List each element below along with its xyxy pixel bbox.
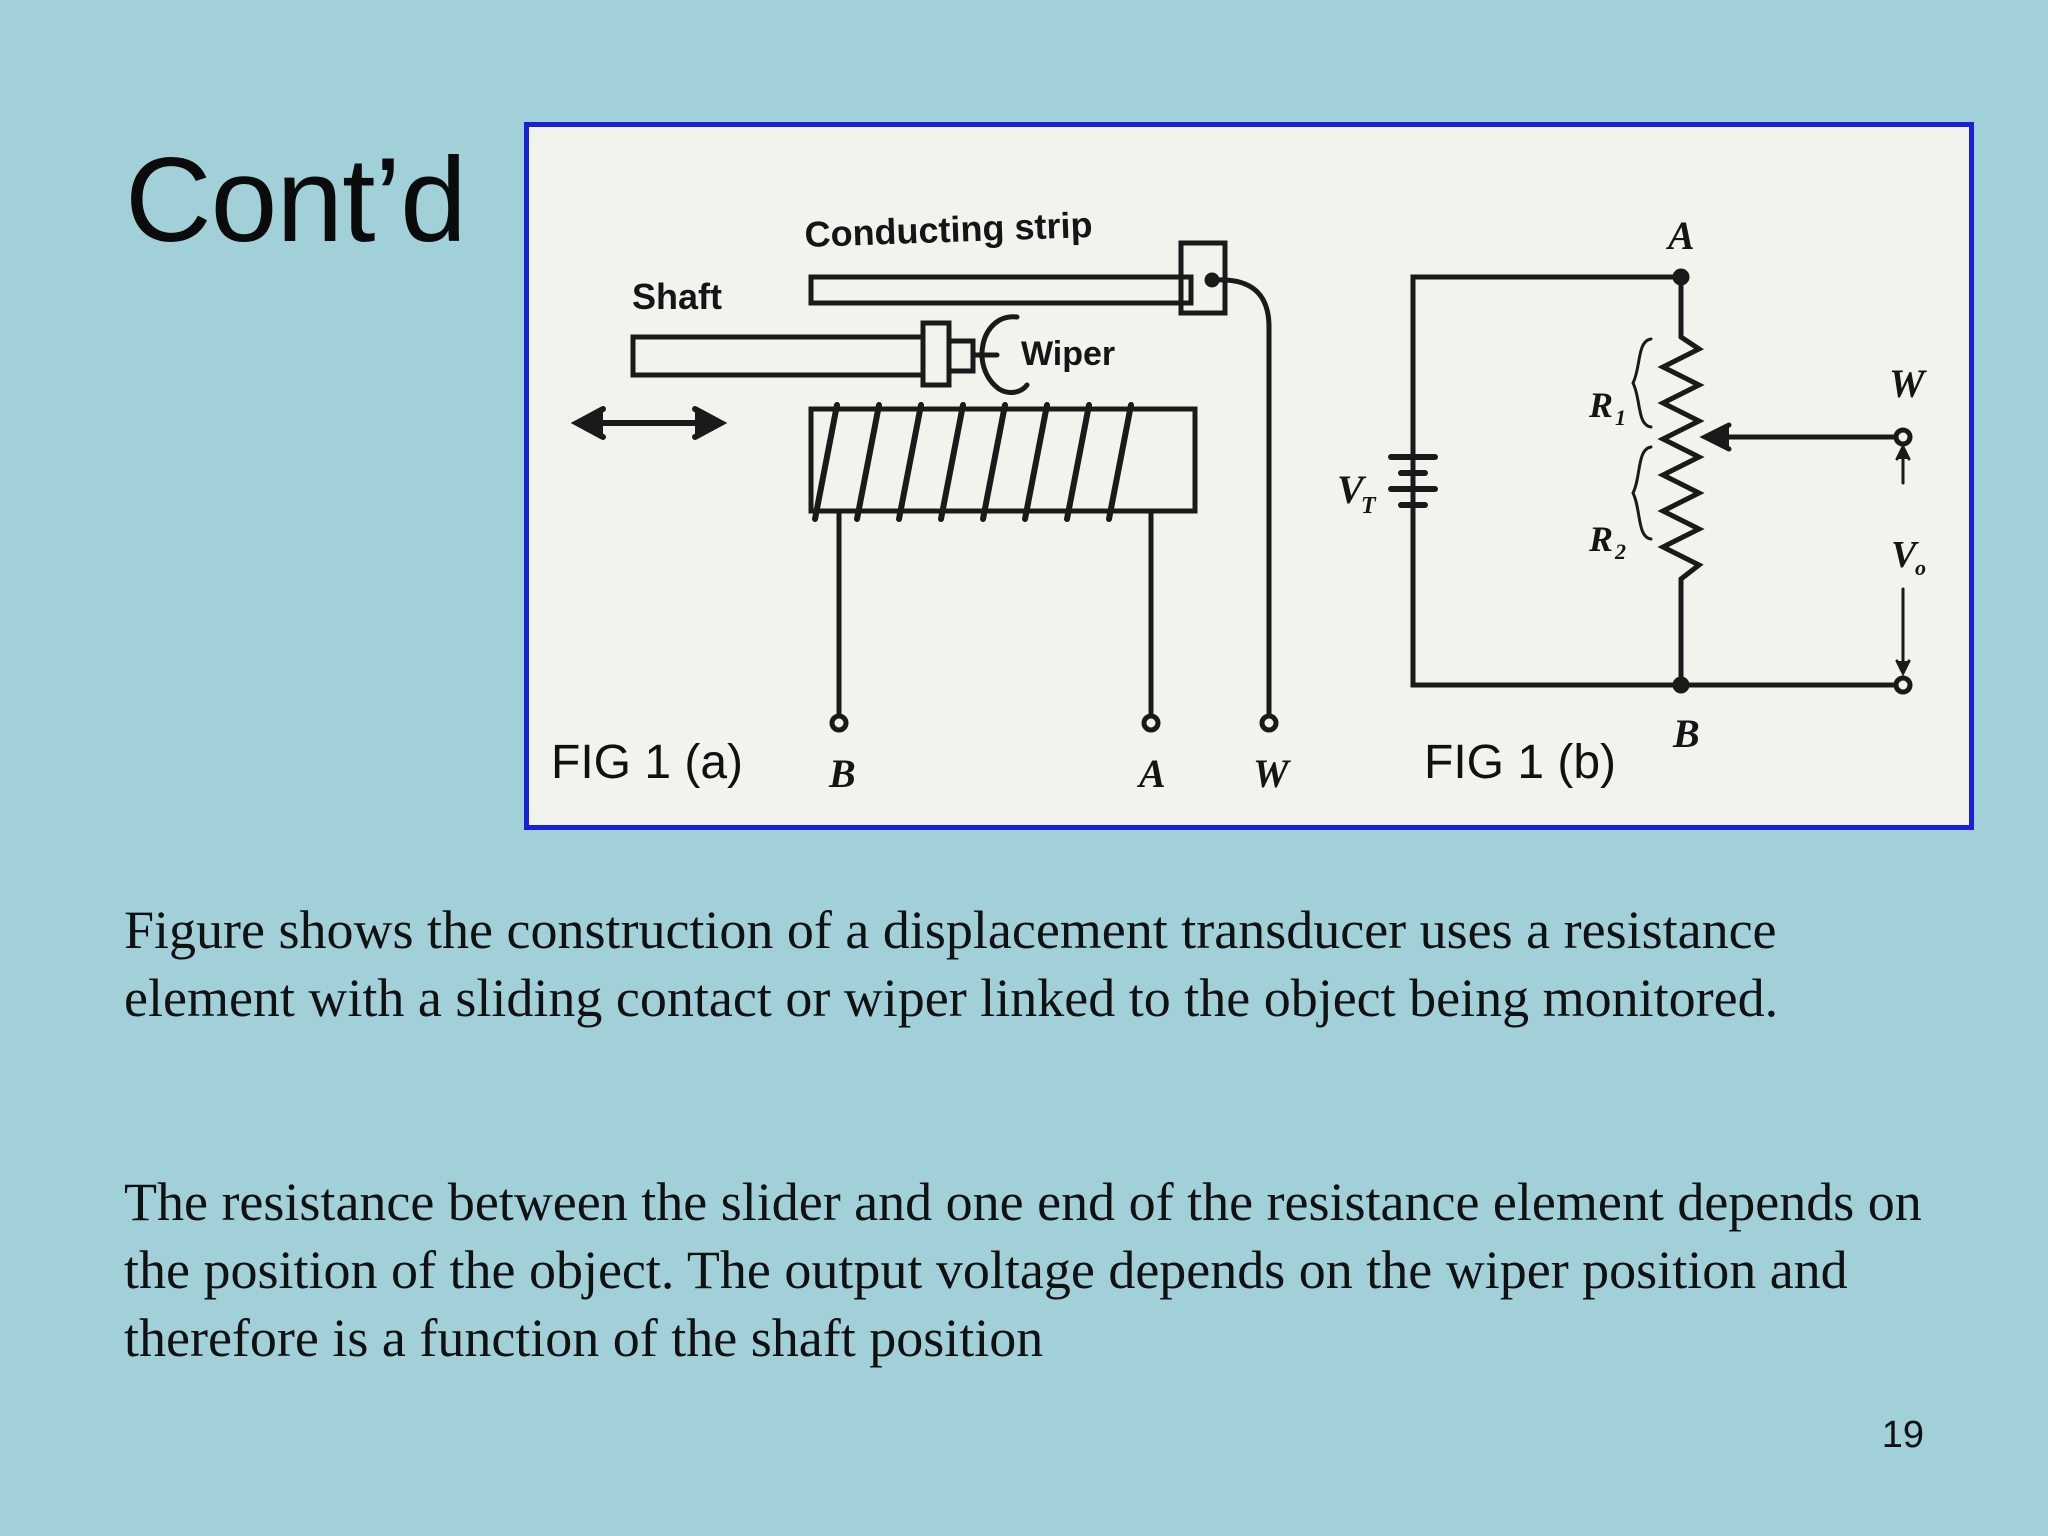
label-w: W — [1889, 361, 1927, 406]
label-vt: V — [1337, 467, 1367, 512]
label-r2-sub: 2 — [1614, 539, 1626, 564]
label-node-a: A — [1665, 213, 1695, 258]
label-vo-sub: o — [1915, 555, 1926, 580]
wire-bottom — [1410, 574, 1906, 688]
resistor-element — [1657, 334, 1705, 582]
slide-number: 19 — [1881, 1414, 1924, 1456]
label-r1-sub: 1 — [1615, 405, 1626, 430]
figure-caption-a: FIG 1 (a) — [551, 736, 744, 789]
label-conducting-strip: Conducting strip — [804, 204, 1093, 255]
shaft-collar — [920, 320, 952, 388]
terminal-w-a — [1259, 713, 1279, 733]
label-terminal-a: A — [1136, 751, 1166, 796]
label-vt-sub: T — [1361, 493, 1377, 519]
conducting-strip — [808, 274, 1194, 306]
label-r1: R — [1588, 385, 1613, 425]
fig-b-circuit — [1388, 268, 1913, 695]
displacement-arrow — [570, 406, 728, 440]
terminal-b-a — [829, 713, 849, 733]
terminal-a-a — [1141, 713, 1161, 733]
battery-vt — [1388, 454, 1438, 508]
shaft — [630, 334, 926, 378]
figure-frame: Conducting strip Shaft Wiper B A W — [524, 122, 1974, 830]
transducer-diagram: Conducting strip Shaft Wiper B A W — [570, 204, 1927, 796]
label-r2: R — [1588, 519, 1613, 559]
label-vo: V — [1891, 534, 1919, 576]
label-shaft: Shaft — [632, 276, 722, 317]
slide-title: Cont’d — [125, 133, 467, 267]
fig-a-construction — [570, 240, 1279, 733]
figure-caption-b: FIG 1 (b) — [1424, 736, 1617, 789]
strip-lead — [1212, 277, 1272, 720]
body-paragraph-1: Figure shows the construction of a displ… — [124, 900, 1779, 1028]
wire-left — [1410, 274, 1684, 580]
label-terminal-b: B — [828, 751, 856, 796]
label-wiper: Wiper — [1021, 335, 1115, 373]
vo-arrows — [1895, 443, 1911, 677]
label-node-b: B — [1672, 711, 1700, 756]
coil-windings — [812, 402, 1134, 522]
body-paragraph-2: The resistance between the slider and on… — [124, 1172, 1922, 1368]
label-terminal-w: W — [1253, 751, 1291, 796]
terminal-out-w — [1893, 427, 1913, 447]
wiper-arm — [979, 314, 1030, 395]
terminal-out-b — [1893, 675, 1913, 695]
